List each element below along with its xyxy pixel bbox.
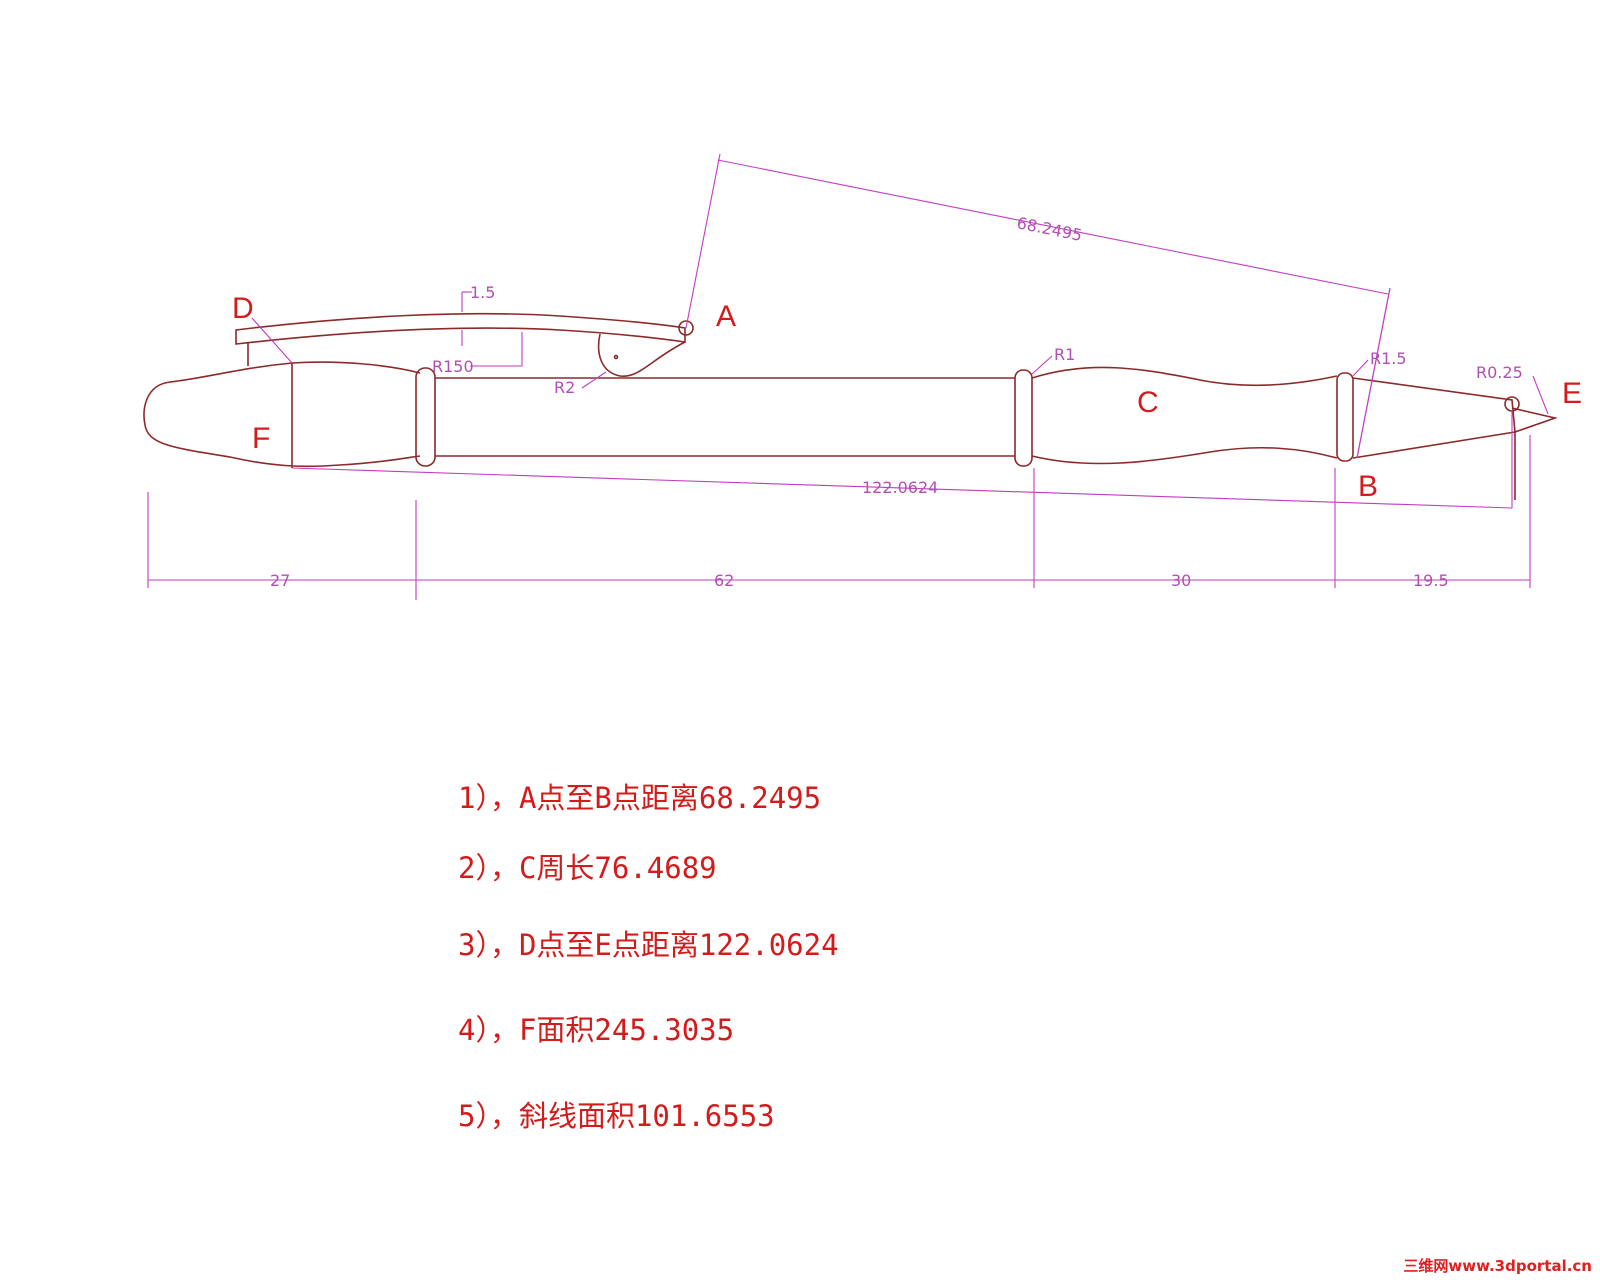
ab-leader xyxy=(1356,287,1391,459)
label-b: B xyxy=(1358,470,1378,503)
pen-cap-top xyxy=(291,361,421,374)
ring-left xyxy=(415,367,436,467)
label-d: D xyxy=(232,292,254,325)
dim-r2: R2 xyxy=(554,378,575,397)
r2-leader xyxy=(581,371,607,389)
dim-seg-3: 30 xyxy=(1171,571,1191,590)
watermark: 三维网www.3dportal.cn xyxy=(1403,1257,1592,1275)
dimensions xyxy=(147,153,1549,600)
clip-foot xyxy=(597,333,686,377)
dim-r1-5: R1.5 xyxy=(1370,349,1407,368)
label-c: C xyxy=(1137,386,1159,419)
answer-3: 3），D点至E点距离122.0624 xyxy=(458,928,839,962)
answer-1: 1），A点至B点距离68.2495 xyxy=(458,781,822,815)
point-labels: A B C D E F xyxy=(232,292,1582,503)
answer-5: 5），斜线面积101.6553 xyxy=(458,1099,775,1133)
dim-de: 122.0624 xyxy=(862,478,938,497)
ring-right xyxy=(1336,372,1354,462)
r1-leader xyxy=(1031,355,1053,375)
clip-outer xyxy=(235,312,686,345)
d-leader xyxy=(251,317,293,364)
point-a-circle xyxy=(678,320,694,336)
pen-body xyxy=(143,361,1558,500)
dim-seg-1: 27 xyxy=(270,571,290,590)
tip-point xyxy=(1511,407,1558,433)
dim-r0-25: R0.25 xyxy=(1476,363,1523,382)
r1-5-leader xyxy=(1352,359,1369,377)
label-e: E xyxy=(1562,377,1582,410)
ab-dim-line xyxy=(717,159,1389,295)
pen-cap-end xyxy=(143,362,421,468)
dim-ab: 68.2495 xyxy=(1015,213,1084,245)
dim-r1: R1 xyxy=(1054,345,1075,364)
label-f: F xyxy=(252,422,270,455)
dim-seg-4: 19.5 xyxy=(1413,571,1449,590)
grip-top xyxy=(1031,366,1338,386)
grip-bottom xyxy=(1031,446,1338,465)
ring-middle xyxy=(1014,369,1033,467)
tip-cone xyxy=(1352,377,1516,459)
dimension-texts: 68.2495 122.0624 1.5 R150 R2 R1 R1.5 R0.… xyxy=(270,213,1523,590)
pocket-clip xyxy=(235,312,694,377)
r0-25-leader xyxy=(1532,375,1549,415)
answer-4: 4），F面积245.3035 xyxy=(458,1013,735,1047)
dim-seg-2: 62 xyxy=(714,571,734,590)
ab-ext-a xyxy=(685,153,721,329)
dim-r150: R150 xyxy=(432,357,474,376)
de-dim-line xyxy=(291,467,1513,509)
clip-dot xyxy=(613,354,619,360)
answer-2: 2），C周长76.4689 xyxy=(458,851,717,885)
dim-thickness: 1.5 xyxy=(470,283,495,302)
label-a: A xyxy=(716,300,736,333)
